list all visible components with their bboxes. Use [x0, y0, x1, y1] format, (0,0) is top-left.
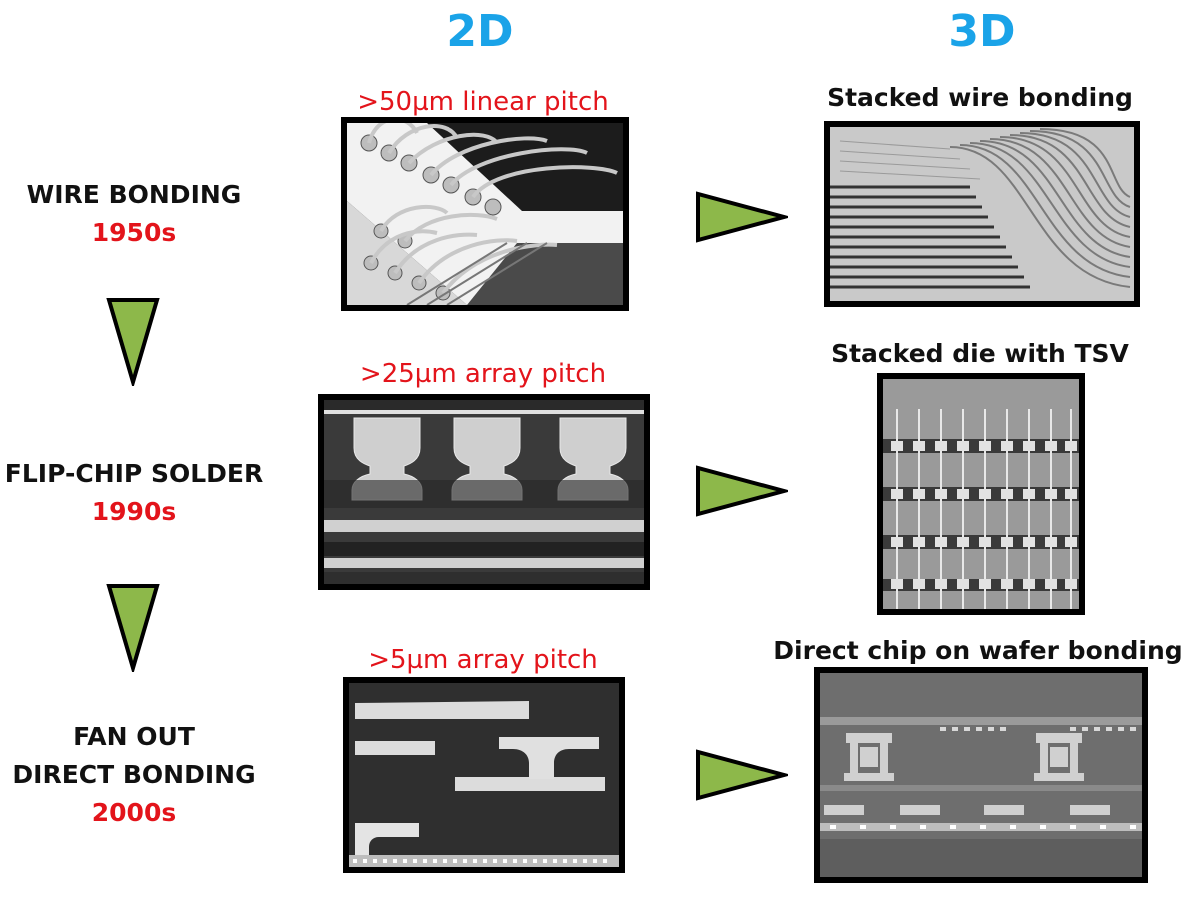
image-fan-out-direct-bonding — [343, 677, 625, 873]
triangle-right-icon — [696, 191, 788, 243]
triangle-down-icon — [106, 298, 160, 386]
pitch-label-wire: >50µm linear pitch — [357, 87, 609, 117]
era-name-direct-bonding: DIRECT BONDING — [12, 760, 256, 789]
title-stacked-wire-bonding: Stacked wire bonding — [827, 83, 1133, 112]
era-year-1990s: 1990s — [91, 497, 177, 526]
pitch-label-flipchip: >25µm array pitch — [359, 359, 607, 389]
pitch-label-fanout: >5µm array pitch — [368, 645, 598, 675]
era-year-2000s: 2000s — [91, 798, 177, 827]
era-year-1950s: 1950s — [91, 218, 177, 247]
title-stacked-die-tsv: Stacked die with TSV — [831, 339, 1129, 368]
era-name-fan-out: FAN OUT — [73, 722, 195, 751]
image-wire-bonding — [341, 117, 629, 311]
image-stacked-wire-bonding — [824, 121, 1140, 307]
image-flip-chip-solder — [318, 394, 650, 590]
era-name-wire-bonding: WIRE BONDING — [26, 180, 242, 209]
triangle-right-icon — [696, 749, 788, 801]
header-3d: 3D — [948, 6, 1016, 57]
image-direct-chip-on-wafer — [814, 667, 1148, 883]
era-name-flip-chip-solder: FLIP-CHIP SOLDER — [4, 459, 264, 488]
image-stacked-die-tsv — [877, 373, 1085, 615]
triangle-down-icon — [106, 584, 160, 672]
triangle-right-icon — [696, 465, 788, 517]
title-direct-chip-on-wafer: Direct chip on wafer bonding — [773, 636, 1183, 665]
header-2d: 2D — [446, 6, 514, 57]
